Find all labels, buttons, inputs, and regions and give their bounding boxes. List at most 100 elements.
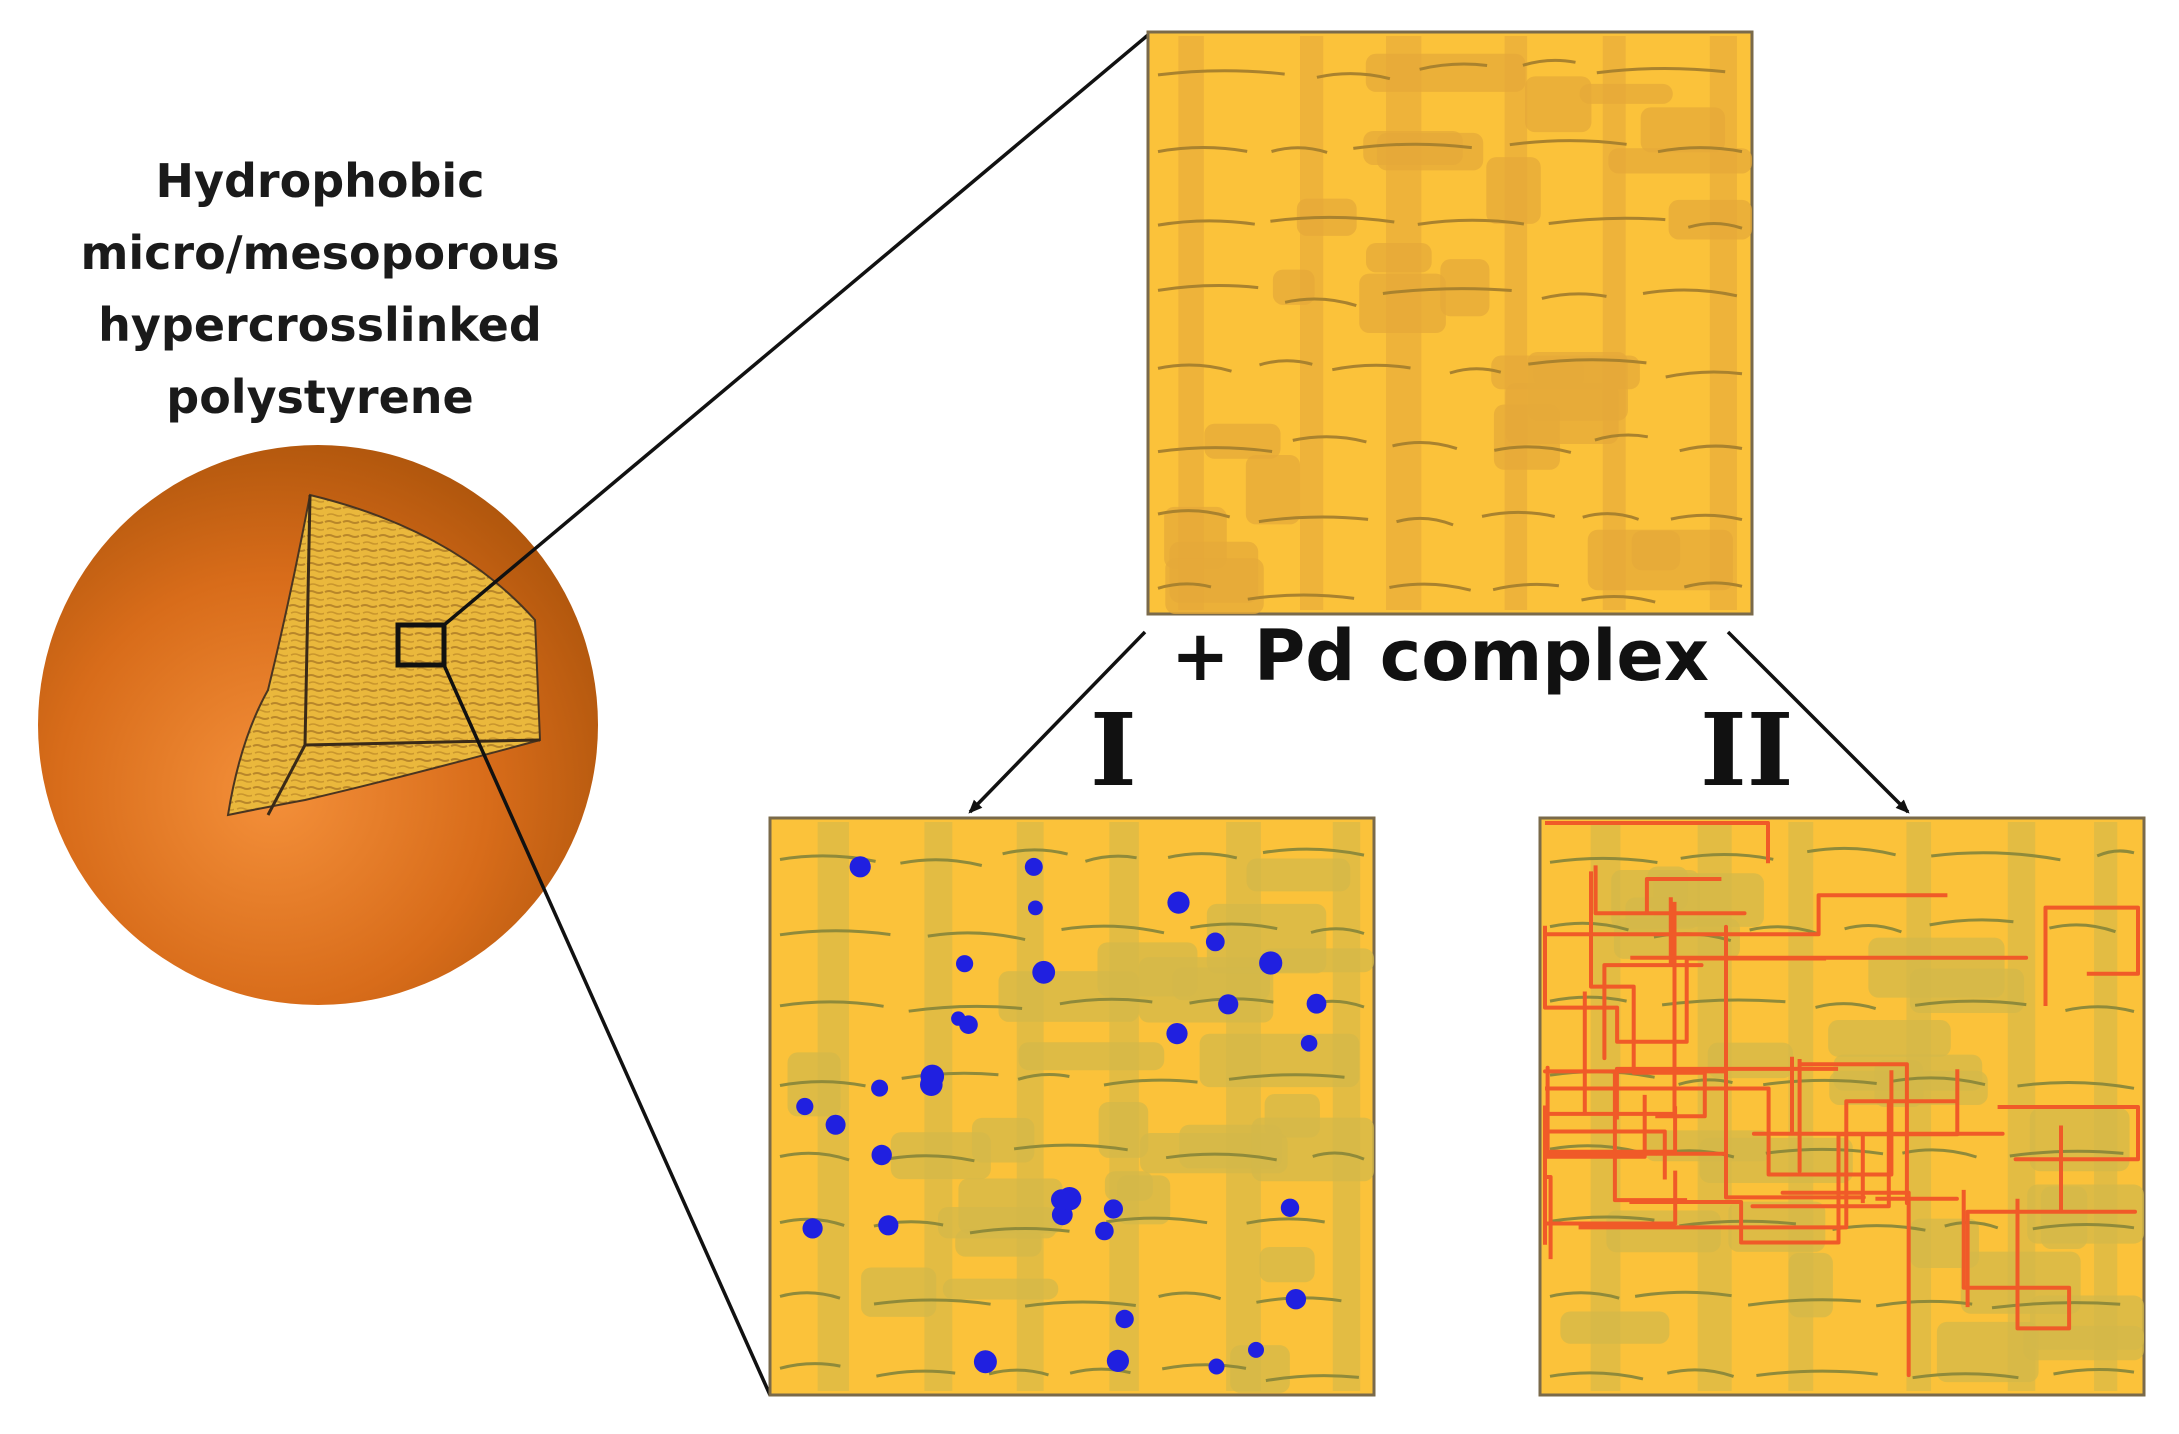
pore-line (1549, 846, 2135, 864)
pathway-label-I: I (1090, 691, 1137, 809)
pd-particle (1306, 993, 1327, 1014)
pd-particle (973, 1350, 997, 1374)
pore-region (1259, 1246, 1315, 1283)
pore-region (1640, 107, 1726, 153)
pathway-label-II: II (1700, 691, 1794, 809)
pore-region (1579, 83, 1673, 104)
pd-network-path (1545, 893, 1948, 937)
pd-particle (1280, 1198, 1300, 1218)
pore-line (779, 1291, 1342, 1308)
pore-region (1525, 76, 1592, 133)
pd-network-path (1593, 865, 1747, 916)
pore-line (1157, 581, 1743, 604)
pore-region (2040, 1186, 2088, 1249)
pore-line (1549, 1215, 2135, 1232)
pd-particle (1166, 1023, 1188, 1045)
pd-network-path (1545, 821, 1770, 864)
pore-line (1157, 139, 1743, 154)
zoom-selection-box (395, 622, 447, 668)
pore-channel (1504, 36, 1528, 610)
pore-line (779, 922, 1365, 942)
pd-network-path (2043, 905, 2140, 1006)
pore-channel (1332, 822, 1361, 1391)
cutaway-edge-3 (303, 494, 312, 746)
pore-line (1549, 1290, 2121, 1310)
pore-line (779, 997, 1365, 1013)
pd-network-path (1589, 871, 1707, 1119)
pd-particle (1028, 900, 1043, 916)
pd-particle (796, 1097, 814, 1116)
pd-particle (1208, 1358, 1225, 1375)
pore-region (1204, 423, 1281, 459)
pore-line (1157, 358, 1743, 379)
pore-line (1157, 58, 1726, 81)
pore-channel (1109, 822, 1139, 1391)
pore-line (1157, 284, 1738, 308)
pd-network-path (1543, 1105, 1553, 1260)
title-line-2: micro/mesoporous (80, 226, 560, 280)
pd-network-path (1545, 1070, 1894, 1177)
pd-particle (802, 1218, 823, 1239)
pore-channel (1016, 822, 1044, 1391)
pd-particle (1167, 891, 1190, 914)
pore-structure-panel (1146, 30, 1754, 616)
pd-particle (1032, 960, 1056, 984)
pore-channel (1602, 36, 1626, 610)
pd-network-path (1750, 1099, 1959, 1209)
pore-channel (1178, 36, 1204, 610)
pd-particle (878, 1215, 899, 1236)
cutaway-edge-1 (304, 738, 541, 747)
pore-channel (817, 822, 849, 1391)
pd-particle (1057, 1187, 1082, 1211)
pore-line (1157, 215, 1743, 230)
pd-particle (920, 1073, 943, 1096)
pd-particle (1300, 1035, 1318, 1052)
pore-line (1157, 433, 1743, 454)
pore-line (779, 1143, 1365, 1163)
pore-line (779, 1071, 1345, 1088)
pd-network-path (1545, 1065, 1678, 1159)
pd-particle (871, 1144, 892, 1166)
pore-line (1157, 509, 1743, 527)
pore-region (1245, 455, 1301, 525)
pore-region (1505, 383, 1619, 445)
pore-region (1606, 1210, 1721, 1253)
pd-particle (1259, 951, 1283, 975)
pore-region (1828, 1020, 1951, 1057)
pd-particle (871, 1079, 889, 1097)
pore-channel (1709, 36, 1737, 610)
pd-network-path (1578, 1099, 1959, 1230)
pd-network-path (1751, 1056, 2005, 1204)
pd-network-path (1543, 1129, 1667, 1245)
pore-channel (924, 822, 953, 1391)
zoom-line-top (442, 33, 1150, 627)
pd-network-path (1997, 1105, 2140, 1162)
title-line-4: polystyrene (166, 370, 474, 424)
pd-network-path (1965, 1125, 2137, 1308)
pore-line (779, 847, 1365, 867)
pore-line (1549, 1367, 2135, 1381)
arrow-to-pathway-II (1726, 630, 1910, 814)
pore-region (958, 1178, 1063, 1234)
pore-channel (1386, 36, 1422, 610)
pd-network-path (1602, 897, 1704, 1061)
pd-network-path (1543, 901, 1677, 1116)
pore-channel (1226, 822, 1261, 1391)
pore-line (1549, 1144, 2124, 1159)
pore-region (1625, 897, 1679, 934)
pore-region (1246, 858, 1351, 892)
title-line-1: Hydrophobic (155, 154, 485, 208)
pd-particle (1095, 1221, 1114, 1241)
arrow-to-pathway-I (968, 630, 1147, 814)
pd-particle (1024, 857, 1043, 876)
pathway-II-panel (1538, 816, 2146, 1397)
zoom-line-bottom (442, 664, 772, 1396)
pd-network-path (1797, 1059, 1909, 1206)
pd-particle (1115, 1309, 1134, 1329)
pd-particle (1285, 1289, 1307, 1310)
pd-particle (1248, 1341, 1264, 1358)
material-title: Hydrophobic micro/mesoporous hypercrossl… (40, 145, 600, 433)
pore-line (779, 1362, 1360, 1383)
